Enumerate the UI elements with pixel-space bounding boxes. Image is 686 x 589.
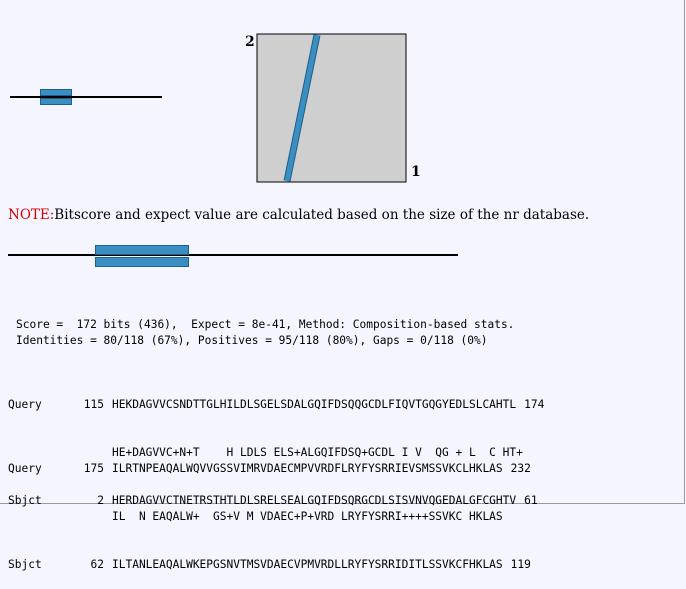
row-label: Query (8, 462, 42, 475)
query-sequence: HEKDAGVVCSNDTTGLHILDLSGELSDALGQIFDSQQGCD… (112, 398, 517, 411)
subject-axis-label: 2 (245, 34, 255, 50)
subject-length-line (8, 254, 458, 256)
sbjct-end: 61 (524, 494, 538, 507)
midline-row: IL N EAQALW+ GS+V M VDAEC+P+VRD LRYFYSRR… (8, 509, 531, 525)
match-midline: HE+DAGVVC+N+T H LDLS ELS+ALGQIFDSQ+GCDL … (112, 446, 523, 459)
hit-region-bar[interactable] (40, 89, 72, 105)
query-start: 175 (83, 462, 104, 475)
sbjct-start: 62 (90, 558, 104, 571)
dot-plot-frame (256, 33, 407, 183)
midline-row: HE+DAGVVC+N+T H LDLS ELS+ALGQIFDSQ+GCDL … (8, 445, 544, 461)
query-sequence: ILRTNPEAQALWQVVGSSVIMRVDAECMPVVRDFLRYFYS… (112, 462, 503, 475)
note-prefix: NOTE: (8, 207, 55, 223)
query-row: Query 115 HEKDAGVVCSNDTTGLHILDLSGELSDALG… (8, 397, 544, 413)
query-axis-label: 1 (411, 164, 421, 180)
row-label: Sbjct (8, 494, 42, 507)
sbjct-row: Sbjct 62 ILTANLEAQALWKEPGSNVTMSVDAECVPMV… (8, 557, 531, 573)
query-row: Query 175 ILRTNPEAQALWQVVGSSVIMRVDAECMPV… (8, 461, 531, 477)
alignment-block-2: Query 175 ILRTNPEAQALWQVVGSSVIMRVDAECMPV… (8, 429, 531, 589)
sbjct-sequence: HERDAGVVCTNETRSTHTLDLSRELSEALGQIFDSQRGCD… (112, 494, 517, 507)
query-end: 232 (510, 462, 531, 475)
aligned-region-bar[interactable] (95, 245, 189, 267)
alignment-diagonal (284, 34, 320, 182)
score-line: Score = 172 bits (436), Expect = 8e-41, … (16, 318, 515, 331)
dot-plot-canvas (256, 33, 407, 183)
sbjct-start: 2 (97, 494, 104, 507)
row-label: Query (8, 398, 42, 411)
page-frame (0, 0, 685, 504)
query-length-line (10, 96, 162, 98)
row-label: Sbjct (8, 558, 42, 571)
match-midline: IL N EAQALW+ GS+V M VDAEC+P+VRD LRYFYSRR… (112, 510, 503, 523)
sbjct-row: Sbjct 2 HERDAGVVCTNETRSTHTLDLSRELSEALGQI… (8, 493, 544, 509)
dot-plot: 2 1 (244, 30, 424, 190)
query-overview-graphic (10, 88, 162, 108)
query-start: 115 (83, 398, 104, 411)
alignment-block-1: Query 115 HEKDAGVVCSNDTTGLHILDLSGELSDALG… (8, 365, 544, 525)
identities-line: Identities = 80/118 (67%), Positives = 9… (16, 334, 488, 347)
sbjct-sequence: ILTANLEAQALWKEPGSNVTMSVDAECVPMVRDLLRYFYS… (112, 558, 503, 571)
note-text: NOTE:Bitscore and expect value are calcu… (8, 207, 589, 223)
sbjct-end: 119 (510, 558, 531, 571)
alignment-overview-graphic (8, 244, 458, 270)
query-end: 174 (524, 398, 545, 411)
note-body: Bitscore and expect value are calculated… (54, 207, 590, 223)
alignment-stats: Score = 172 bits (436), Expect = 8e-41, … (16, 317, 514, 349)
